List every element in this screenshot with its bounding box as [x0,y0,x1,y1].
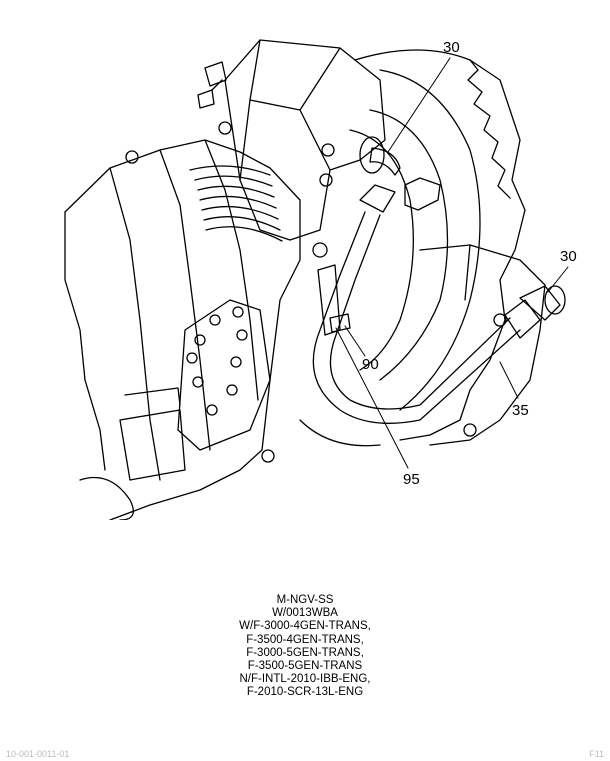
applicability-notes: M-NGV-SS W/0013WBA W/F-3000-4GEN-TRANS, … [0,594,610,700]
callout-35: 35 [512,402,529,419]
note-line: F-3000-5GEN-TRANS, [246,646,364,659]
note-line: F-3500-4GEN-TRANS, [246,633,364,646]
figure-number: F11 [589,749,604,759]
note-line: N/F-INTL-2010-IBB-ENG, [239,673,371,686]
callout-95: 95 [403,471,420,488]
upper-mounting-block [125,39,386,258]
callout-30-right: 30 [560,248,577,265]
callout-90: 90 [362,356,379,373]
note-line: W/0013WBA [272,607,338,620]
transmission-housing [64,139,301,520]
transmission-line-drawing [64,39,569,520]
note-line: F-2010-SCR-13L-ENG [246,686,364,699]
note-line: M-NGV-SS [276,594,334,606]
converter-housing [261,49,546,463]
note-line: W/F-3000-4GEN-TRANS, [239,620,371,633]
drawing-number: 10-001-0011-01 [6,749,70,759]
note-line: F-3500-5GEN-TRANS [247,660,363,673]
callout-30-upper: 30 [443,39,460,56]
cooler-hose-35 [312,147,566,424]
callout-leaders [335,57,569,469]
